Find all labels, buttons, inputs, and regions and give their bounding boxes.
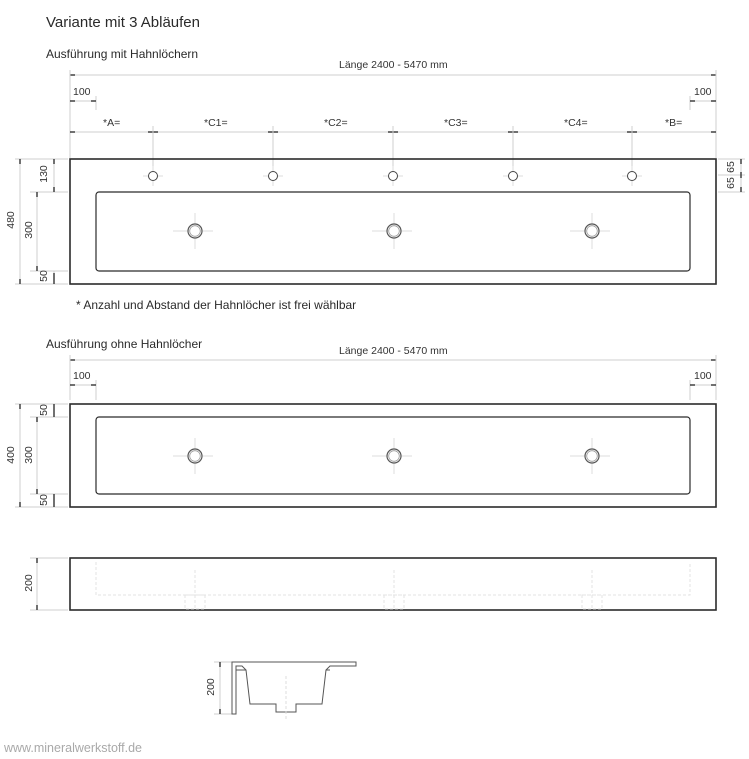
section-view-height: 200 bbox=[205, 678, 217, 696]
front-view bbox=[30, 557, 717, 611]
view1-dimension-lines bbox=[15, 70, 745, 285]
view1-left-offset: 100 bbox=[73, 86, 91, 98]
view1-tap-holes bbox=[143, 166, 642, 186]
segment-c3: *C3= bbox=[444, 117, 468, 129]
segment-a: *A= bbox=[103, 117, 121, 129]
view1-height-basin: 300 bbox=[23, 221, 35, 239]
segment-c1: *C1= bbox=[204, 117, 228, 129]
view1-right-dim-bottom: 65 bbox=[725, 177, 737, 189]
view2-length-label: Länge 2400 - 5470 mm bbox=[339, 345, 448, 357]
segment-c4: *C4= bbox=[564, 117, 588, 129]
watermark: www.mineralwerkstoff.de bbox=[4, 741, 143, 755]
view2-sink-outline bbox=[69, 403, 717, 508]
view1-sink-outline bbox=[69, 158, 717, 285]
view1-right-offset: 100 bbox=[694, 86, 712, 98]
view2-height-top: 50 bbox=[38, 404, 50, 416]
view1-length-label: Länge 2400 - 5470 mm bbox=[339, 59, 448, 71]
view2-height-basin: 300 bbox=[23, 446, 35, 464]
view2-drains bbox=[173, 438, 610, 474]
view2-height-bottom: 50 bbox=[38, 494, 50, 506]
front-view-height: 200 bbox=[23, 574, 35, 592]
view2-dimension-lines bbox=[15, 355, 717, 508]
view1-heading: Ausführung mit Hahnlöchern bbox=[46, 47, 199, 61]
section-view bbox=[214, 661, 357, 720]
view2-height-total: 400 bbox=[5, 446, 17, 464]
view2-left-offset: 100 bbox=[73, 370, 91, 382]
segment-b: *B= bbox=[665, 117, 683, 129]
view1-height-bottom: 50 bbox=[38, 270, 50, 282]
view1-drains bbox=[173, 213, 610, 249]
view2-right-offset: 100 bbox=[694, 370, 712, 382]
drawing-title: Variante mit 3 Abläufen bbox=[46, 14, 200, 31]
segment-c2: *C2= bbox=[324, 117, 348, 129]
view1-height-top: 130 bbox=[38, 165, 50, 183]
view2-heading: Ausführung ohne Hahnlöcher bbox=[46, 337, 203, 351]
tap-hole-note: * Anzahl und Abstand der Hahnlöcher ist … bbox=[76, 298, 357, 312]
view1-height-total: 480 bbox=[5, 211, 17, 229]
